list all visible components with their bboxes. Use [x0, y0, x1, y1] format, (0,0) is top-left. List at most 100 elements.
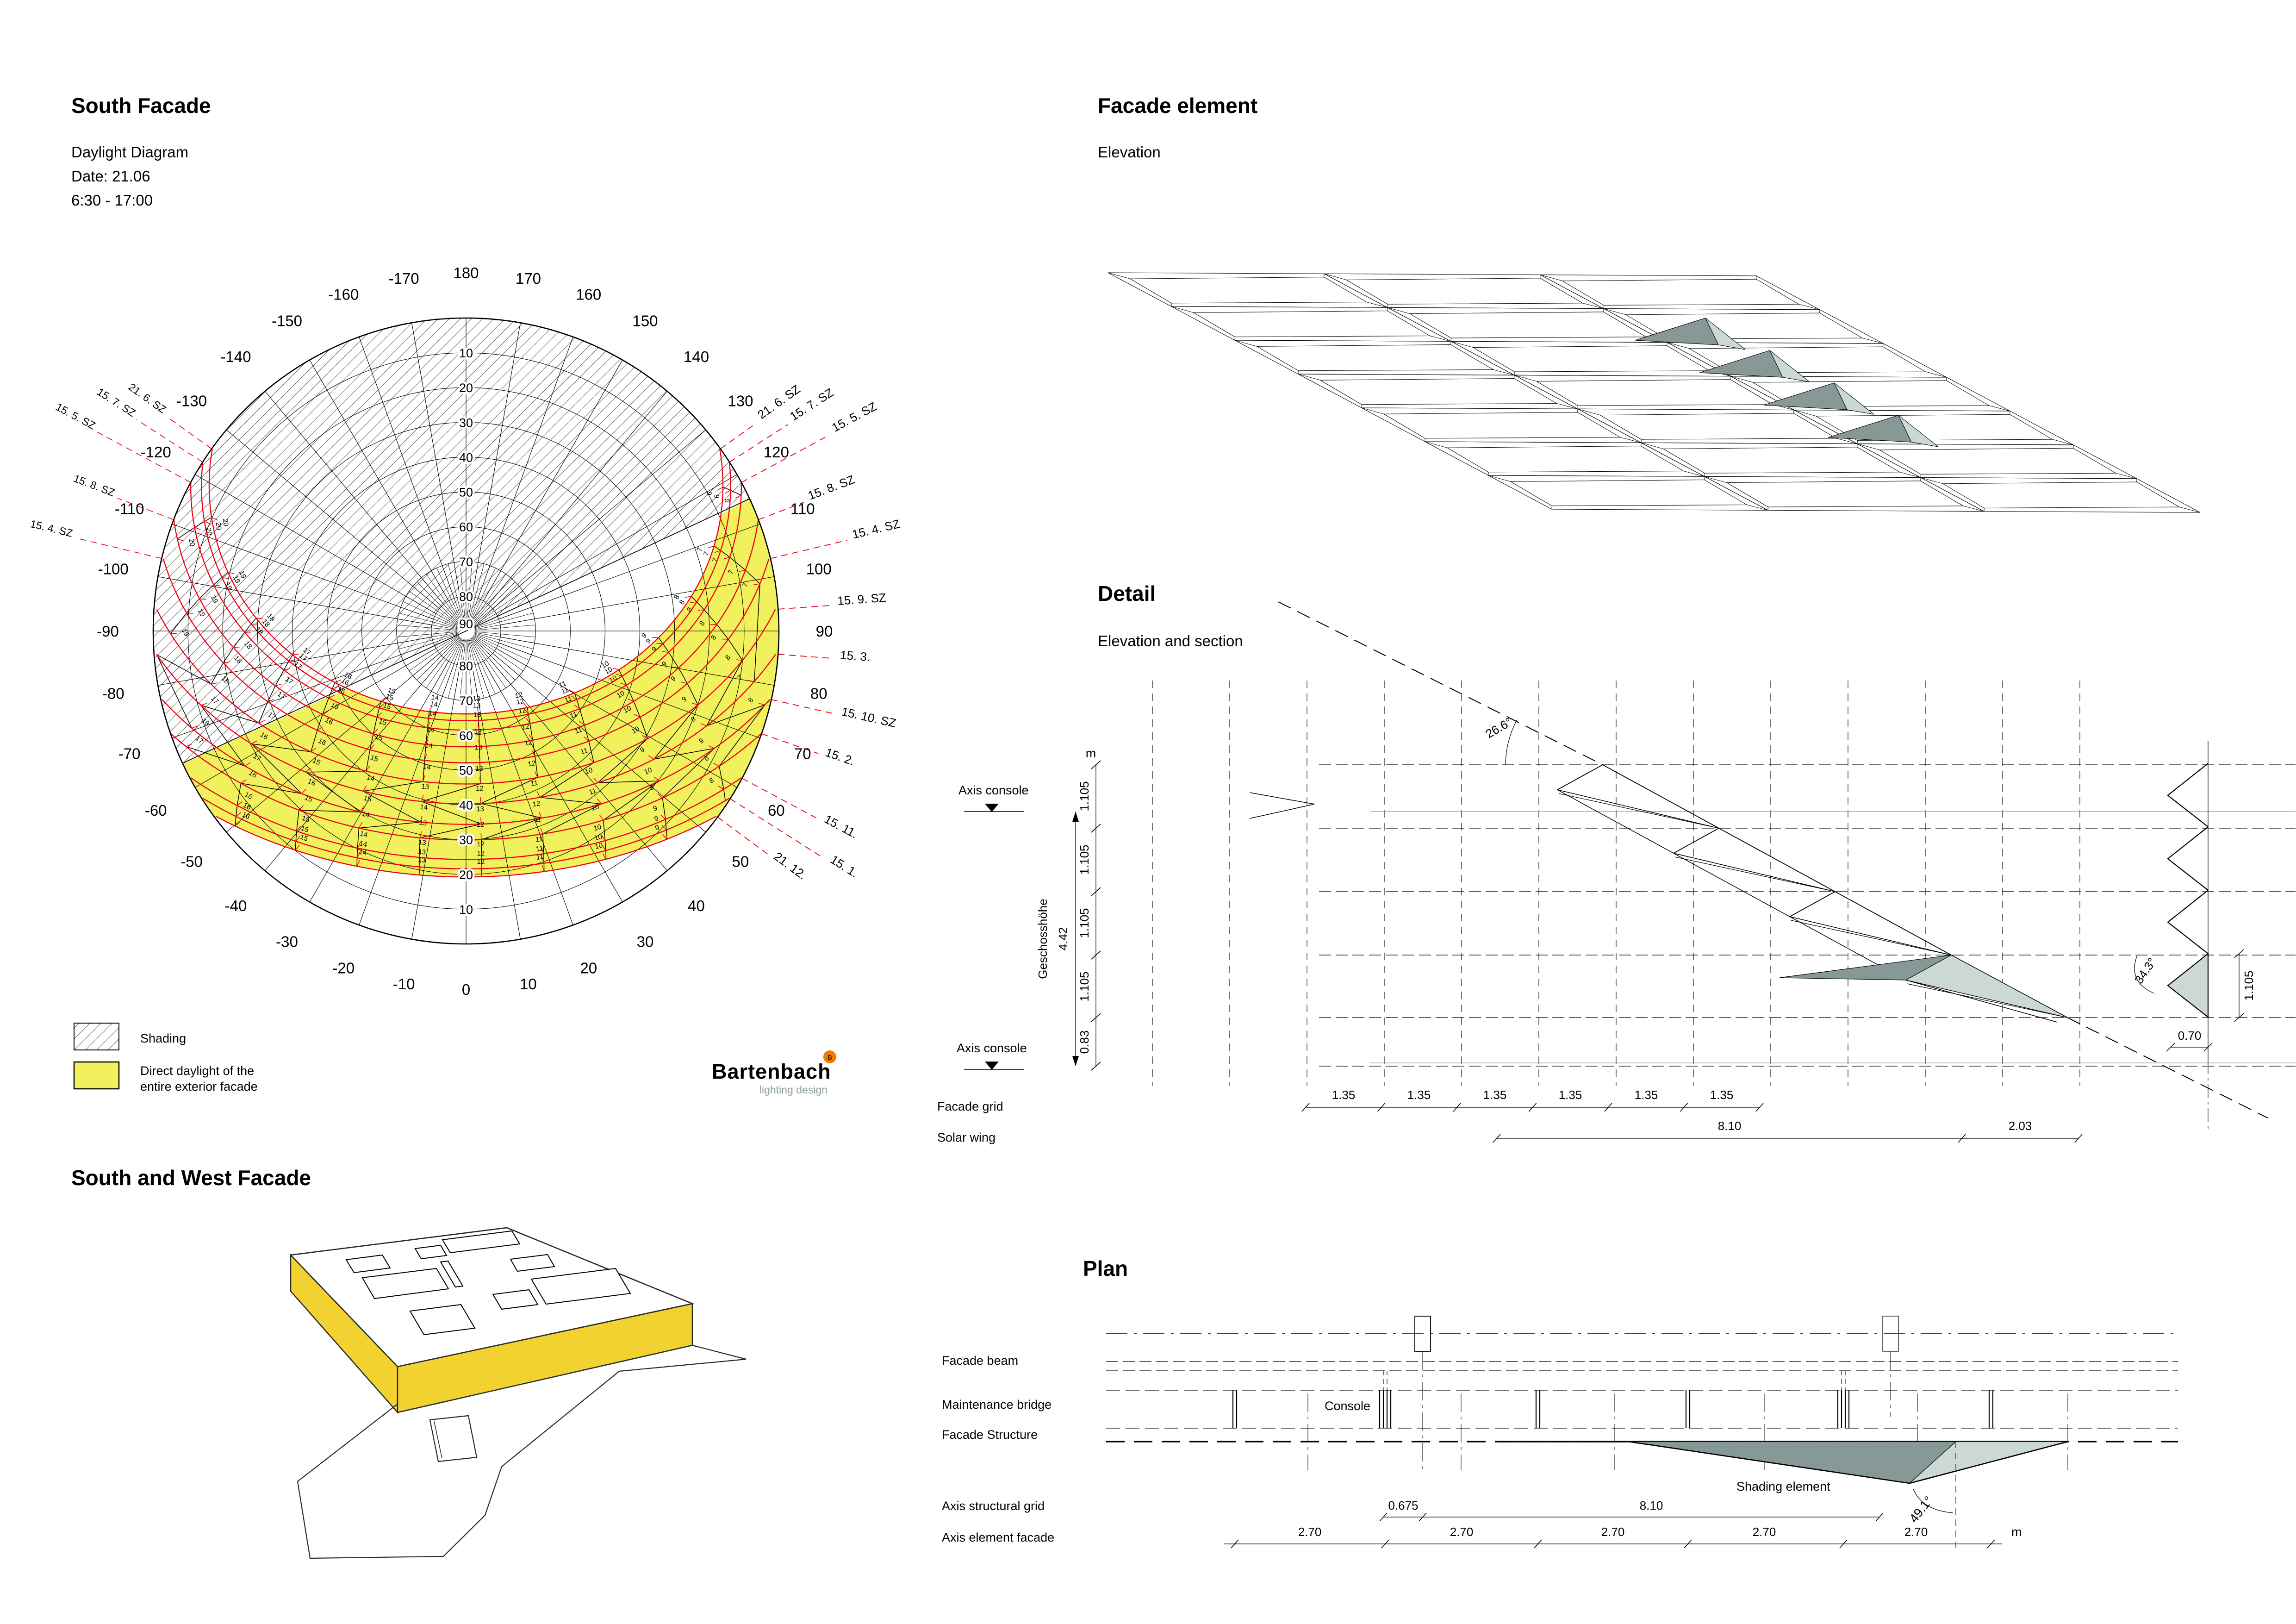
hour-tick — [589, 757, 594, 763]
hour-tick — [360, 806, 364, 812]
zenith-starburst-ray — [405, 635, 459, 666]
hour-number: 11 — [535, 844, 544, 853]
hour-number: 16 — [259, 731, 269, 741]
geschosshoehe-label: Geschosshöhe — [1036, 899, 1050, 979]
hour-tick — [723, 557, 730, 560]
detail-title: Detail — [1098, 581, 1156, 606]
date-leader-west — [117, 498, 174, 520]
south-facade-section: South Facade Daylight Diagram Date: 21.0… — [29, 94, 902, 1096]
dim-tick — [1231, 1539, 1239, 1549]
slab-top-face — [289, 1227, 695, 1368]
panel-fold — [2116, 473, 2137, 479]
facade-element-title: Facade element — [1098, 94, 1257, 118]
hour-tick — [332, 686, 338, 689]
hour-number: 17 — [266, 711, 277, 721]
dim-tick — [1377, 1103, 1386, 1112]
courtyard-hole — [409, 1304, 476, 1336]
zenith-starburst-ray — [474, 625, 535, 631]
facade-panel — [1942, 481, 2180, 508]
sun-path-curve — [156, 654, 777, 805]
zenith-starburst-ray — [454, 639, 465, 700]
hour-tick — [335, 680, 341, 683]
hour-tick — [357, 842, 361, 849]
facade-grid-dim-4: 1.35 — [1559, 1088, 1582, 1102]
altitude-label: 80 — [459, 590, 473, 604]
hour-number: 13 — [474, 743, 482, 751]
azimuth-radial — [226, 653, 440, 832]
hour-tick — [541, 847, 544, 854]
hour-number: 10 — [630, 725, 641, 736]
hour-number: 12 — [477, 840, 485, 848]
shading-region — [153, 318, 750, 763]
hour-number: 16 — [340, 677, 350, 687]
panel-fold — [1387, 307, 1410, 314]
shading-edge — [1628, 1441, 1910, 1484]
zenith-starburst-ray — [469, 638, 496, 694]
dim-tick — [1528, 1103, 1537, 1112]
hour-line — [177, 517, 212, 539]
altitude-label: 70 — [459, 694, 473, 708]
altitude-label: 50 — [459, 486, 473, 500]
wing-bottom-edge — [1557, 789, 1719, 829]
hour-tick — [539, 812, 542, 818]
hour-tick — [602, 853, 607, 860]
hour-number: 12 — [521, 723, 530, 732]
plan-unit-label: m — [2011, 1525, 2022, 1539]
courtyard-hole — [492, 1289, 539, 1310]
dim-tick — [2166, 1043, 2175, 1052]
legend-shading-swatch — [74, 1023, 119, 1050]
panel-fold — [1704, 476, 1727, 483]
section-zigzag — [2167, 826, 2209, 891]
hour-tick — [657, 793, 663, 799]
sun-date-label: 15. 3. — [840, 648, 871, 664]
zenith-starburst-ray — [467, 639, 473, 700]
dim-tick — [1091, 824, 1101, 833]
hour-number: 10 — [600, 659, 610, 670]
facade-panel — [1688, 346, 1927, 373]
hour-number: 16 — [336, 685, 347, 696]
hour-tick — [627, 698, 634, 702]
slope-ref-line — [1278, 601, 1603, 765]
hour-number: 19 — [223, 581, 233, 591]
hour-number: 14 — [420, 803, 428, 812]
logo-dot-letter: B — [828, 1054, 832, 1062]
slope-angle-arc — [1505, 720, 1517, 765]
azimuth-label: 70 — [794, 745, 811, 762]
dim-tick — [1839, 1539, 1848, 1549]
panel-fold — [1899, 472, 1921, 478]
hour-number: 18 — [261, 618, 272, 629]
hour-tick — [380, 697, 386, 702]
plan-dim-span: 8.10 — [1640, 1499, 1663, 1512]
hour-number: 12 — [532, 800, 541, 808]
azimuth-label: 180 — [453, 264, 479, 281]
hour-tick — [322, 711, 329, 715]
hour-number: 10 — [584, 766, 594, 776]
south-facade-sub-2: Date: 21.06 — [71, 168, 150, 185]
hour-number: 15 — [385, 693, 394, 702]
hour-tick — [429, 706, 432, 712]
altitude-label: 70 — [459, 555, 473, 569]
hour-number: 12 — [524, 738, 533, 748]
facade-structure-label: Facade Structure — [942, 1428, 1038, 1442]
console-label: Console — [1325, 1399, 1370, 1413]
wing-bottom-edge2 — [1558, 793, 1719, 829]
dim-tick — [1755, 1103, 1764, 1112]
hour-tick — [425, 738, 429, 745]
azimuth-label: -60 — [145, 802, 167, 819]
panel-fold — [1493, 369, 1515, 375]
shading-element-light — [1769, 350, 1810, 382]
hour-tick — [418, 868, 421, 875]
hour-number: 16 — [243, 791, 254, 801]
altitude-label: 10 — [459, 903, 473, 917]
azimuth-radial — [478, 663, 573, 925]
solar-wing-dim-2: 2.03 — [2009, 1119, 2032, 1133]
hour-number: 17 — [284, 675, 295, 686]
hour-number: 14 — [428, 709, 437, 718]
zenith-starburst-ray — [468, 639, 485, 699]
date-leader — [761, 733, 819, 754]
hour-number: 15 — [311, 756, 322, 767]
dim-tick — [1091, 1013, 1101, 1022]
panel-fold — [1577, 408, 1600, 415]
shading-element-light — [1705, 318, 1746, 350]
